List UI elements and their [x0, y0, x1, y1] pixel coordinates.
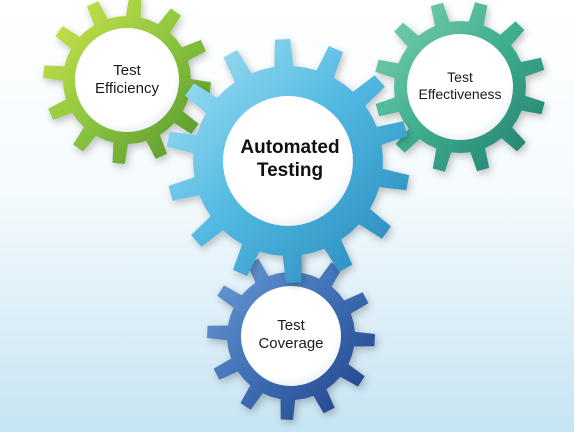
- coverage-line2: Coverage: [258, 335, 324, 352]
- effectiveness-line1: Test: [447, 69, 473, 86]
- center-label-automated-testing: Automated Testing: [222, 125, 358, 195]
- center-line1: Automated: [240, 137, 340, 159]
- green-gear-icon-center-circle: [75, 28, 179, 132]
- gear-label-efficiency: Test Efficiency: [72, 50, 182, 110]
- gear-label-coverage: Test Coverage: [236, 305, 346, 365]
- teal-gear-icon: [375, 2, 545, 172]
- gear-label-effectiveness: Test Effectiveness: [398, 56, 522, 116]
- green-gear-icon: [43, 0, 211, 164]
- efficiency-line2: Efficiency: [95, 80, 159, 97]
- blue-gear-icon-center-circle: [241, 286, 341, 386]
- effectiveness-line2: Effectiveness: [418, 86, 502, 102]
- coverage-line1: Test: [277, 317, 305, 334]
- blue-gear-icon: [207, 252, 375, 420]
- cyan-gear-icon-center-circle: [223, 96, 353, 226]
- center-line2: Testing: [256, 160, 324, 181]
- cyan-gear-icon: [166, 39, 410, 283]
- teal-gear-icon-center-circle: [407, 34, 513, 140]
- efficiency-line1: Test: [113, 62, 141, 79]
